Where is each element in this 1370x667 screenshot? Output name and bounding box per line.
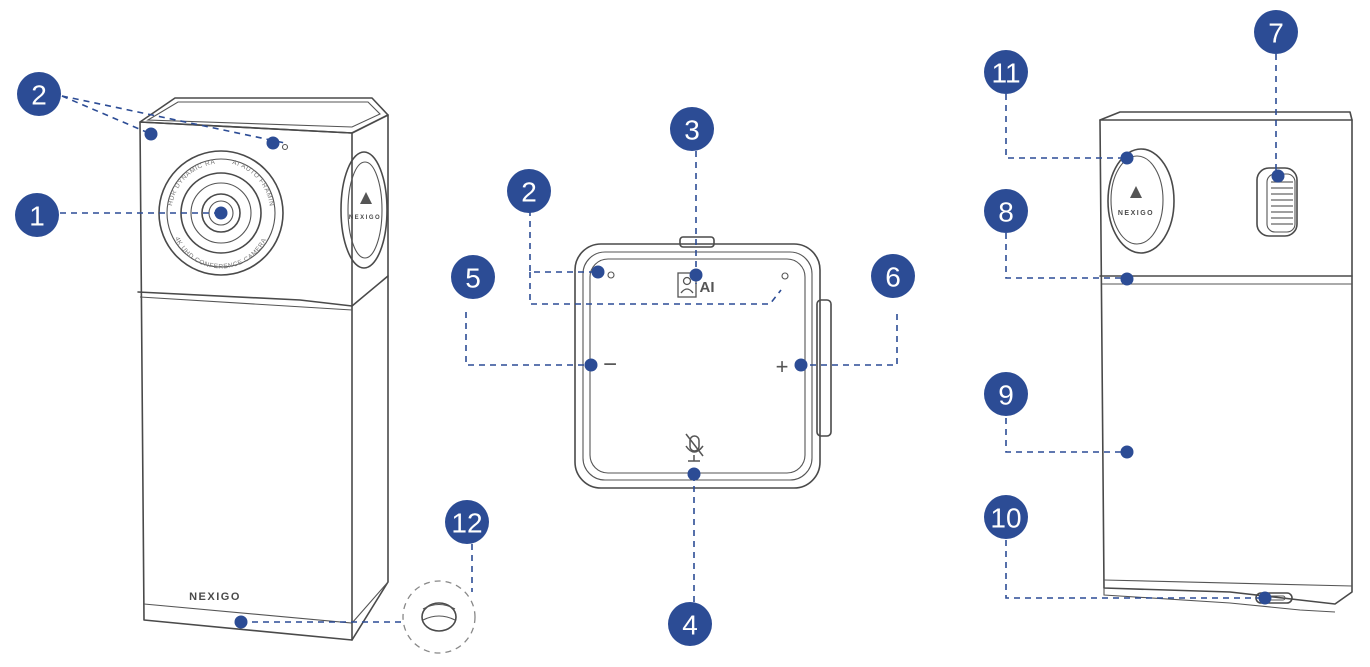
badge-7: 7 [1254,10,1298,54]
back-logo: NEXIGO [1118,210,1154,217]
callout-dot-3 [689,268,703,282]
svg-text:2: 2 [31,80,47,111]
callout-dot-6 [794,358,808,372]
callout-dot-5 [584,358,598,372]
svg-text:11: 11 [991,58,1020,89]
badge-3: 3 [670,107,714,151]
ai-label: AI [700,279,715,296]
svg-text:5: 5 [465,263,481,294]
badge-2-center: 2 [507,169,551,213]
side-logo-mark-icon [360,192,372,204]
badge-10: 10 [984,495,1028,539]
badge-1: 1 [15,193,59,237]
callout-dot-2b [266,136,280,150]
camera-back-view: NEXIGO [1099,111,1353,613]
side-logo: NEXIGO [349,215,381,221]
callout-dot-11 [1120,151,1134,165]
callout-dot-8 [1120,272,1134,286]
remote-top-view: AI − + [574,236,832,489]
svg-text:1: 1 [29,201,45,232]
svg-text:3: 3 [684,115,700,146]
svg-text:9: 9 [998,380,1014,411]
badge-11: 11 [984,50,1028,94]
callout-dot-9 [1120,445,1134,459]
badge-9: 9 [984,372,1028,416]
callout-dot-1 [214,206,228,220]
callout-dot-7 [1271,169,1285,183]
badge-6: 6 [871,254,915,298]
callout-dot-10 [1258,591,1272,605]
callout-dots [144,127,1285,629]
callout-dot-4 [687,467,701,481]
svg-text:6: 6 [885,262,901,293]
svg-text:4: 4 [682,610,698,641]
badge-8: 8 [984,189,1028,233]
callout-dot-12 [234,615,248,629]
svg-text:7: 7 [1268,18,1284,49]
tripod-mount-detail [402,580,476,654]
callout-dot-2a [144,127,158,141]
leader-lines [60,54,1277,623]
ai-tracking-icon: AI [677,272,715,298]
volume-down-symbol: − [603,351,617,378]
svg-text:8: 8 [998,197,1014,228]
volume-up-symbol: + [776,354,789,379]
badge-4: 4 [668,602,712,646]
front-logo: NEXIGO [189,591,241,603]
svg-text:10: 10 [990,503,1021,534]
badge-12: 12 [445,500,489,544]
badge-5: 5 [451,255,495,299]
back-logo-mark-icon [1130,186,1142,198]
number-badges: 2 1 12 3 2 5 6 4 7 11 8 9 10 [15,10,1298,646]
svg-text:2: 2 [521,177,537,208]
mic-mute-icon [685,433,704,462]
callout-dot-2c [591,265,605,279]
badge-2-left: 2 [17,72,61,116]
svg-text:12: 12 [451,508,482,539]
